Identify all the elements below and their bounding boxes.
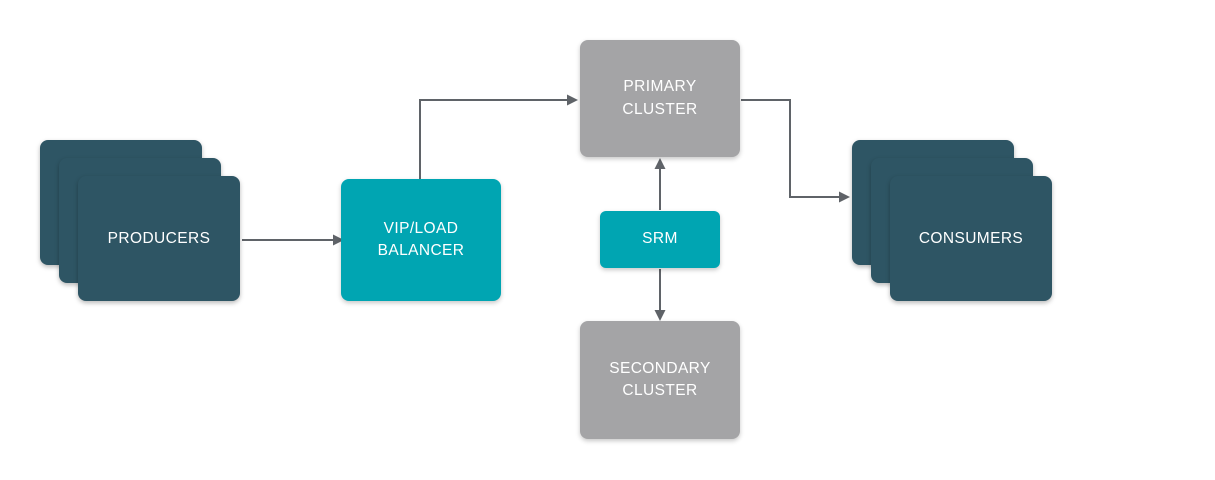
consumers-label: CONSUMERS	[918, 229, 1024, 247]
arrow-producers-to-vip	[242, 234, 344, 246]
secondary-cluster-label: SECONDARY CLUSTER	[609, 359, 711, 399]
srm-node: SRM	[600, 211, 720, 268]
consumers-node: CONSUMERS	[852, 140, 1053, 302]
consumers-card-front: CONSUMERS	[890, 176, 1052, 301]
vip-load-balancer-node: VIP/LOAD BALANCER	[341, 179, 501, 301]
primary-cluster-node: PRIMARY CLUSTER	[580, 40, 740, 157]
arrow-srm-to-secondary	[654, 269, 666, 321]
primary-cluster-label: PRIMARY CLUSTER	[622, 78, 698, 118]
arrow-primary-to-consumers	[741, 99, 850, 203]
arrow-srm-to-primary	[654, 158, 666, 210]
producers-node: PRODUCERS	[40, 140, 241, 302]
arrow-vip-to-primary	[419, 94, 578, 179]
secondary-cluster-node: SECONDARY CLUSTER	[580, 321, 740, 439]
srm-label: SRM	[642, 230, 678, 248]
producers-label: PRODUCERS	[107, 229, 211, 247]
producers-card-front: PRODUCERS	[78, 176, 240, 301]
vip-load-balancer-label: VIP/LOAD BALANCER	[377, 219, 465, 259]
